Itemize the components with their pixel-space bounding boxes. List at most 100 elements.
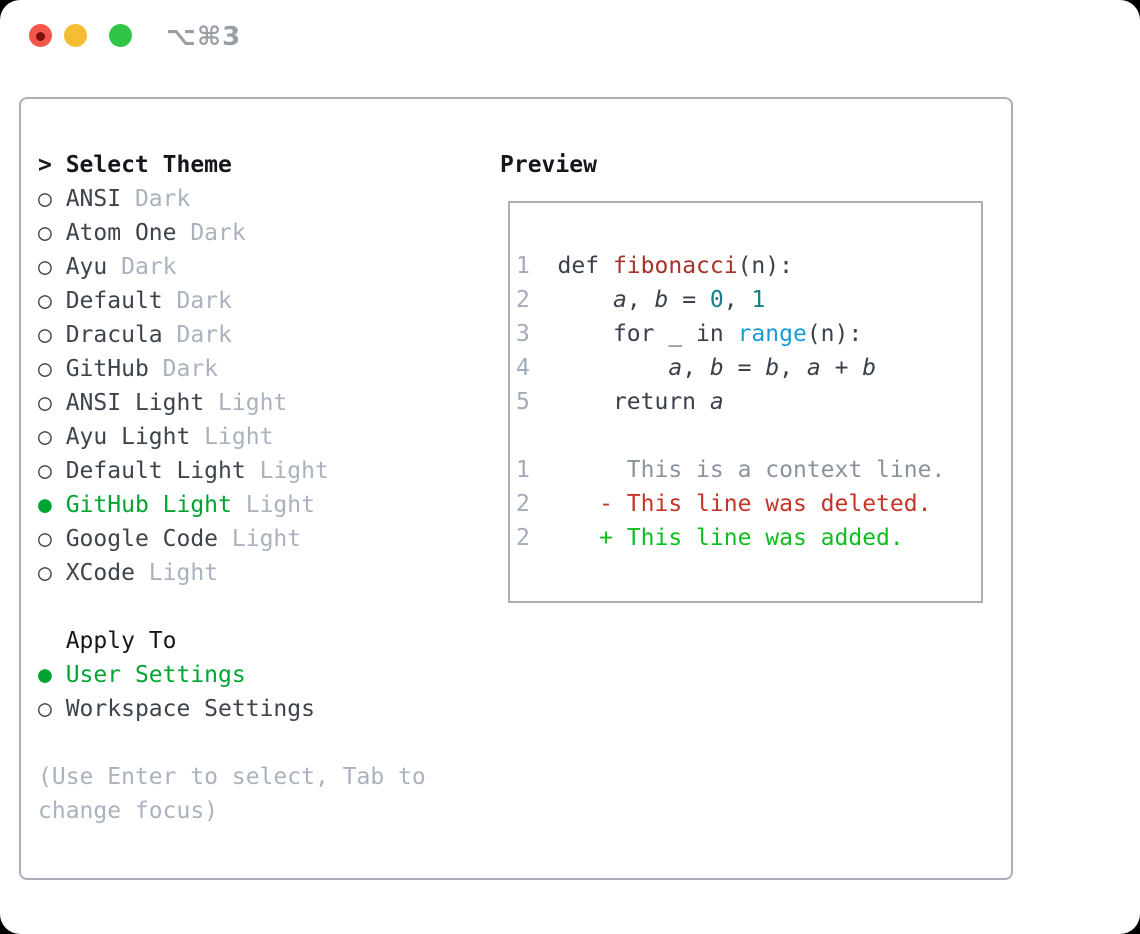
diff-line: 2 - This line was deleted. (516, 487, 981, 521)
theme-variant-label: Light (218, 526, 302, 552)
theme-variant-label: Dark (162, 322, 232, 348)
line-number: 4 (516, 355, 530, 381)
code-segment: b (765, 355, 780, 381)
theme-option[interactable]: ○ Ayu Light Light (38, 420, 426, 454)
code-segment: 1 (751, 287, 766, 313)
spacer (38, 590, 426, 624)
theme-option-label: Atom One (65, 220, 177, 246)
theme-variant-label: Dark (148, 356, 219, 382)
radio-icon: ● (38, 662, 66, 688)
code-segment: + This line was added. (599, 525, 904, 551)
code-segment: (n): (737, 253, 793, 279)
code-segment: , (723, 287, 752, 313)
code-segment: range (737, 321, 807, 347)
diff-line: 1 This is a context line. (516, 453, 981, 487)
radio-icon: ○ (38, 696, 66, 722)
apply-to-title: Apply To (38, 628, 177, 654)
diff-line: 2 + This line was added. (516, 521, 981, 555)
theme-option[interactable]: ○ Default Dark (38, 284, 426, 318)
radio-icon: ○ (38, 356, 66, 382)
apply-to-option[interactable]: ○ Workspace Settings (38, 692, 426, 726)
theme-option-label: ANSI (65, 186, 122, 212)
code-segment: return (529, 389, 710, 415)
line-number: 5 (516, 389, 530, 415)
code-line: 1 def fibonacci(n): (516, 249, 981, 283)
close-dot-icon (36, 32, 45, 41)
theme-option-label: ANSI Light (65, 390, 205, 416)
radio-icon: ○ (38, 322, 66, 348)
code-segment (530, 287, 613, 313)
theme-option[interactable]: ○ Default Light Light (38, 454, 426, 488)
theme-picker-title: > Select Theme (38, 152, 232, 178)
code-segment: = (668, 287, 710, 313)
theme-variant-label: Dark (121, 186, 191, 212)
theme-variant-label: Light (204, 390, 288, 416)
radio-icon: ○ (38, 458, 66, 484)
theme-option-label: Default (65, 288, 163, 314)
theme-option-label: GitHub Light (65, 492, 232, 518)
radio-icon: ○ (38, 526, 66, 552)
theme-option-label: Dracula (65, 322, 163, 348)
radio-icon: ○ (38, 220, 66, 246)
code-segment (530, 525, 599, 551)
radio-icon: ○ (38, 254, 66, 280)
apply-to-option-label: User Settings (65, 662, 246, 688)
hint-text: change focus) (38, 798, 219, 824)
theme-option[interactable]: ○ Atom One Dark (38, 216, 426, 250)
code-segment: = (723, 355, 766, 381)
apply-to-option[interactable]: ● User Settings (38, 658, 426, 692)
close-button[interactable] (29, 24, 52, 47)
theme-option-label: Ayu Light (65, 424, 191, 450)
theme-picker: > Select Theme○ ANSI Dark○ Atom One Dark… (38, 148, 426, 828)
theme-option-label: GitHub (65, 356, 149, 382)
code-segment (530, 355, 668, 381)
keyboard-shortcut-label: ⌥⌘3 (166, 22, 242, 52)
theme-variant-label: Light (245, 458, 329, 484)
theme-variant-label: Dark (176, 220, 246, 246)
code-segment: , (682, 355, 710, 381)
titlebar: ⌥⌘3 (0, 0, 1140, 72)
theme-option-label: XCode (65, 560, 135, 586)
code-line: 5 return a (516, 385, 981, 419)
code-segment: 0 (709, 287, 724, 313)
theme-option-label: Google Code (65, 526, 219, 552)
theme-option[interactable]: ● GitHub Light Light (38, 488, 426, 522)
apply-to-option-label: Workspace Settings (65, 696, 315, 722)
line-number: 1 (516, 457, 530, 483)
theme-option-label: Ayu (65, 254, 108, 280)
theme-option[interactable]: ○ ANSI Light Light (38, 386, 426, 420)
theme-option[interactable]: ○ GitHub Dark (38, 352, 426, 386)
code-segment: def (529, 253, 613, 279)
code-segment: b (862, 355, 877, 381)
code-segment (530, 491, 599, 517)
line-number: 2 (516, 525, 530, 551)
line-number: 2 (516, 287, 530, 313)
theme-option[interactable]: ○ Dracula Dark (38, 318, 426, 352)
radio-icon: ○ (38, 424, 66, 450)
preview-title: Preview (500, 152, 597, 178)
line-number: 3 (516, 321, 530, 347)
theme-option[interactable]: ○ Ayu Dark (38, 250, 426, 284)
minimize-button[interactable] (64, 24, 87, 47)
code-segment: b (709, 355, 724, 381)
theme-option[interactable]: ○ ANSI Dark (38, 182, 426, 216)
radio-icon: ○ (38, 288, 66, 314)
code-segment: , (779, 355, 807, 381)
radio-icon: ● (38, 492, 66, 518)
zoom-button[interactable] (109, 24, 132, 47)
radio-icon: ○ (38, 390, 66, 416)
code-segment: , (626, 287, 655, 313)
hint-text: (Use Enter to select, Tab to (38, 764, 426, 790)
code-segment: a (612, 287, 627, 313)
theme-option[interactable]: ○ XCode Light (38, 556, 426, 590)
spacer (38, 726, 426, 760)
theme-option[interactable]: ○ Google Code Light (38, 522, 426, 556)
code-segment: + (820, 355, 863, 381)
line-number: 1 (516, 253, 530, 279)
code-segment: a (806, 355, 821, 381)
code-line: 4 a, b = b, a + b (516, 351, 981, 385)
radio-icon: ○ (38, 560, 66, 586)
code-segment: a (709, 389, 724, 415)
